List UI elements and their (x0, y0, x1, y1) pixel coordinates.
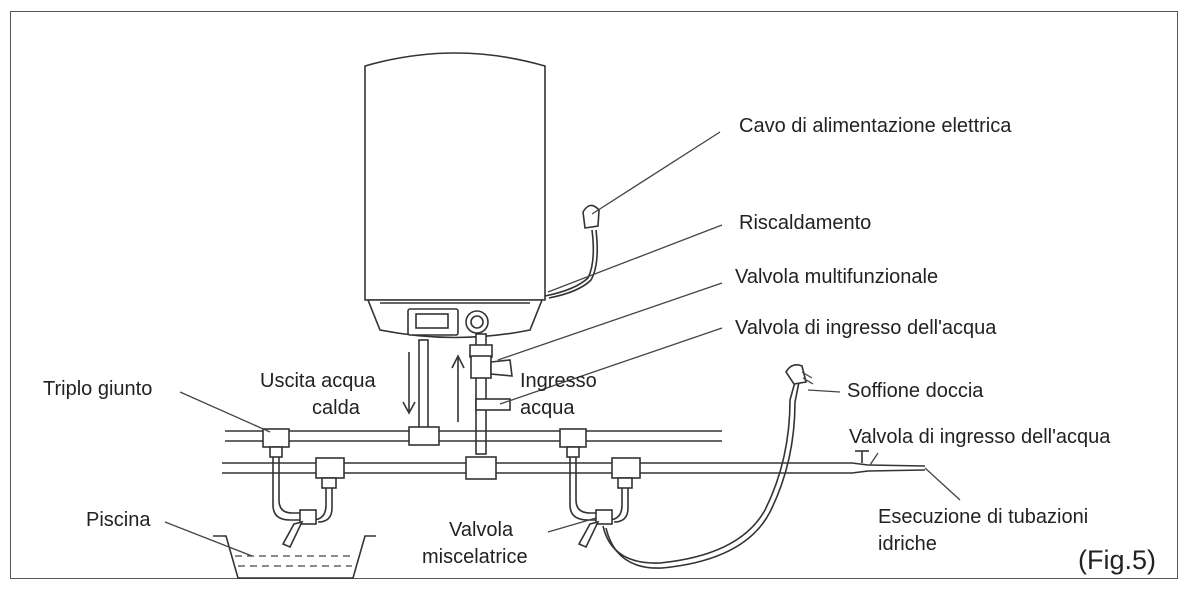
power-cable (544, 204, 600, 299)
triple-joint-left (262, 428, 290, 458)
label-plumbing-2: idriche (878, 533, 937, 555)
water-heater-tank (364, 52, 546, 339)
inlet-valve-right (855, 450, 869, 463)
label-pool: Piscina (86, 509, 151, 531)
shower-head (785, 364, 814, 385)
label-plumbing-1: Esecuzione di tubazioni (878, 506, 1089, 528)
label-triple-joint: Triplo giunto (43, 378, 153, 400)
label-mixing-valve-2: miscelatrice (422, 546, 528, 568)
hot-water-outlet-pipe (418, 339, 429, 431)
label-water-inlet-valve-right: Valvola di ingresso dell'acqua (849, 426, 1111, 448)
figure-number: (Fig.5) (1078, 545, 1157, 575)
triple-joint-right (559, 428, 587, 458)
display-panel (407, 308, 459, 336)
tee-joint-lower-left (315, 457, 345, 489)
tee-joint-inlet (465, 456, 497, 480)
flow-arrow-up (451, 354, 465, 422)
shower-hose (602, 381, 800, 569)
label-mixing-valve-1: Valvola (449, 519, 514, 541)
figure-frame (10, 11, 1178, 579)
label-shower-head: Soffione doccia (847, 380, 984, 402)
control-knob (465, 310, 489, 334)
label-multifunction-valve: Valvola multifunzionale (735, 266, 939, 288)
label-water-inlet-2: acqua (520, 397, 575, 419)
flow-arrow-down (402, 352, 416, 415)
tee-joint-outlet (408, 426, 440, 446)
label-power-cable: Cavo di alimentazione elettrica (739, 115, 1012, 137)
tee-joint-lower-right (611, 457, 641, 489)
label-hot-water-outlet-1: Uscita acqua (260, 370, 376, 392)
cold-water-inlet-pipe (469, 333, 513, 455)
label-water-inlet-valve-top: Valvola di ingresso dell'acqua (735, 317, 997, 339)
leader-lines (164, 131, 961, 557)
label-water-inlet-1: Ingresso (520, 370, 597, 392)
upper-pipe (225, 430, 722, 442)
pool-basin (213, 535, 376, 579)
mixing-valve-left (272, 457, 333, 549)
label-heating: Riscaldamento (739, 212, 872, 234)
label-hot-water-outlet-2: calda (312, 397, 360, 419)
